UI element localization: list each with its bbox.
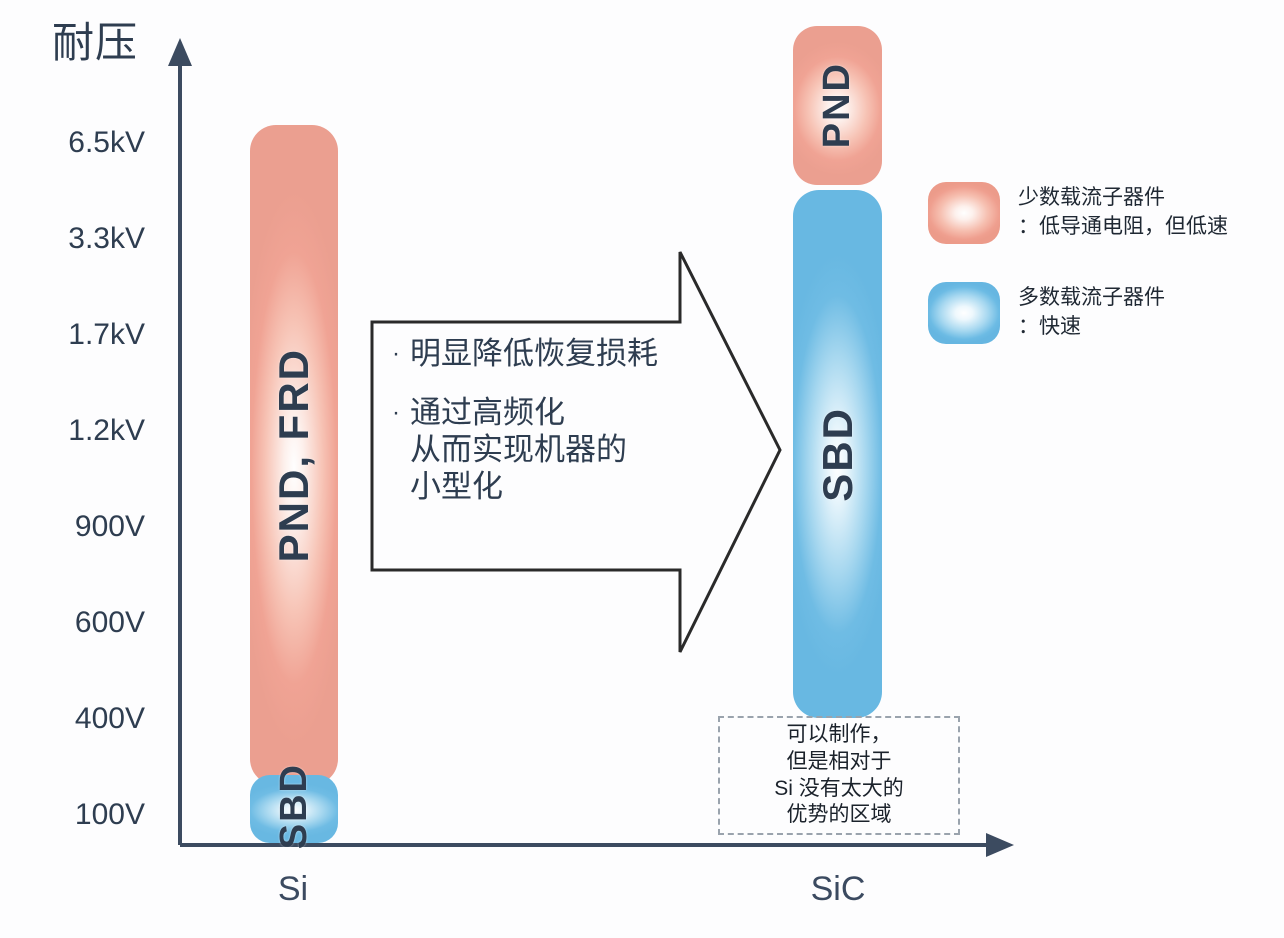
legend-item-majority-carrier-line-1: 多数载流子器件 [1018,286,1165,309]
y-tick-label-7: 100V [74,798,145,831]
y-tick-label-4: 900V [74,510,145,543]
arrow-bullet-1: · 明显降低恢复损耗 [392,338,692,375]
bar-si-pnd-frd[interactable]: PND, FRD [250,125,338,785]
bar-si-pnd-frd-label: PND, FRD [270,347,317,563]
bullet-marker-icon: · [392,340,400,367]
sic-note-line-2: 但是相对于 [786,749,892,773]
legend-item-minority-carrier[interactable]: 少数载流子器件 ：低导通电阻，但低速 [928,182,1268,244]
transition-arrow-text: · 明显降低恢复损耗 · 通过高频化 从而实现机器的 小型化 [392,338,692,530]
sic-note-line-1: 可以制作， [786,722,892,746]
arrow-bullet-2-line-1: 通过高频化 [410,395,565,430]
legend-swatch-blue-icon [928,282,1000,344]
legend-item-minority-carrier-line-1: 少数载流子器件 [1018,186,1165,209]
arrow-bullet-2-line-2: 从而实现机器的 [410,432,627,467]
arrow-bullet-2-line-3: 小型化 [410,469,503,504]
y-tick-label-5: 600V [74,606,145,639]
y-tick-label-3: 1.2kV [68,414,145,447]
bar-si-sbd-label: SBD [272,763,315,850]
x-category-label-sic: SiC [810,870,866,908]
arrow-bullet-1-line-1: 明显降低恢复损耗 [410,336,658,371]
bar-si-sbd[interactable]: SBD [250,763,338,849]
bullet-marker-icon: · [392,399,400,426]
sic-low-voltage-note: 可以制作， 但是相对于 Si 没有太大的 优势的区域 [718,716,960,835]
bar-sic-sbd[interactable]: SBD [793,190,882,718]
legend-item-minority-carrier-line-2: ：低导通电阻，但低速 [1018,214,1228,238]
transition-arrow [368,248,784,658]
arrow-bullet-2: · 通过高频化 从而实现机器的 小型化 [392,397,692,508]
bar-sic-pnd[interactable]: PND [793,26,882,185]
sic-note-line-3: Si 没有太大的 [774,776,904,800]
y-tick-label-0: 6.5kV [68,126,145,159]
bar-sic-pnd-label: PND [816,62,858,149]
y-tick-label-2: 1.7kV [68,318,145,351]
legend: 少数载流子器件 ：低导通电阻，但低速 多数载流子器件 ：快速 [928,182,1268,382]
y-tick-label-1: 3.3kV [68,222,145,255]
y-axis-title: 耐压 [52,19,139,66]
x-category-label-si: Si [277,870,309,908]
legend-item-majority-carrier[interactable]: 多数载流子器件 ：快速 [928,282,1268,344]
legend-swatch-pink-icon [928,182,1000,244]
legend-item-majority-carrier-line-2: ：快速 [1018,314,1081,338]
y-tick-label-6: 400V [74,702,145,735]
sic-note-line-4: 优势的区域 [786,803,892,827]
bar-sic-sbd-label: SBD [813,406,861,502]
